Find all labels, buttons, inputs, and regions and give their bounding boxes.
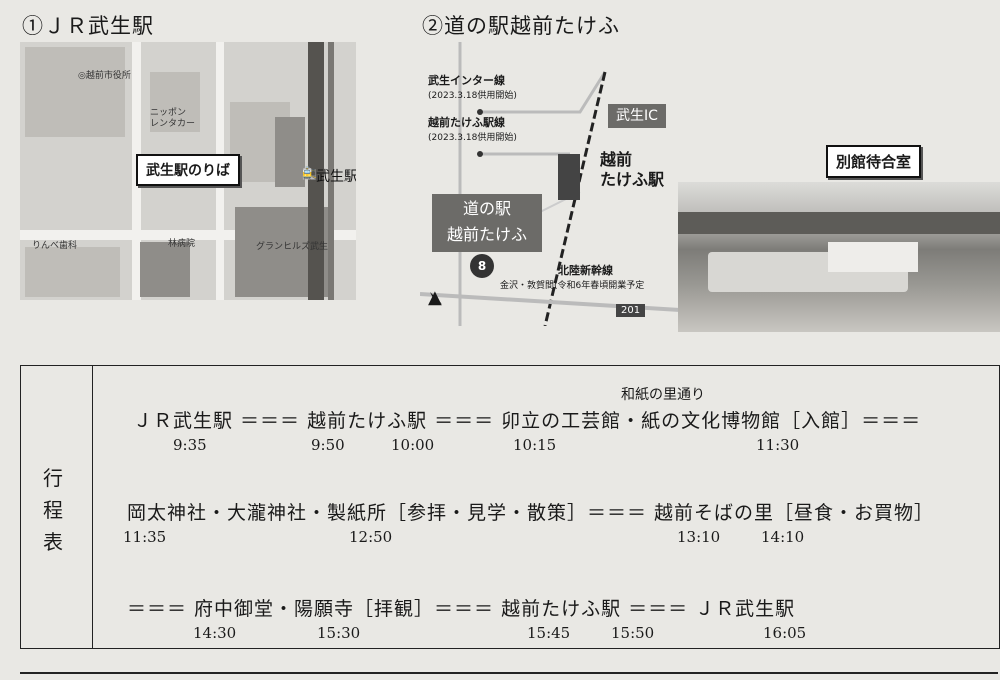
- hotel-label: グランヒルズ武生: [256, 242, 329, 252]
- dental-label: りんべ歯科: [32, 241, 78, 251]
- section2-title: ②道の駅越前たけふ: [422, 14, 620, 38]
- rental-label: ニッポン レンタカー: [150, 108, 196, 129]
- route201-badge: 201: [616, 304, 646, 317]
- schedule-row-3: ＝＝＝ 府中御堂・陽願寺［拝観］＝＝＝ 越前たけふ駅 ＝＝＝ ＪＲ武生駅: [127, 598, 796, 620]
- waiting-room-callout: 別館待合室: [826, 145, 922, 178]
- ic-box: 武生IC: [608, 104, 666, 128]
- line2-name: 越前たけふ駅線: [428, 116, 505, 129]
- line2-note: (2023.3.18供用開始): [428, 133, 517, 143]
- station-label: 武生駅: [316, 169, 356, 185]
- waiting-room-photo: [678, 182, 1000, 332]
- shinkansen-label: 北陸新幹線: [558, 264, 613, 277]
- schedule-table: 行 程 表 和紙の里通り ＪＲ武生駅 ＝＝＝ 越前たけふ駅 ＝＝＝ 卯立の工芸館…: [20, 365, 1000, 649]
- time: 15:50: [611, 624, 655, 642]
- north-arrow-icon: ▲: [428, 287, 442, 308]
- section1-title: ①ＪＲ武生駅: [22, 14, 154, 38]
- schedule-row-2: 岡太神社・大瀧神社・製紙所［参拝・見学・散策］＝＝＝ 越前そばの里［昼食・お買物…: [127, 502, 935, 524]
- train-icon: 🚉: [302, 166, 317, 180]
- schedule-row-1: ＪＲ武生駅 ＝＝＝ 越前たけふ駅 ＝＝＝ 卯立の工芸館・紙の文化博物館［入館］＝…: [133, 410, 922, 432]
- station-label-2: 越前 たけふ駅: [600, 150, 665, 189]
- time: 14:10: [761, 528, 805, 546]
- route8-badge: 8: [470, 254, 494, 278]
- michinoeki-map: 武生インター線 (2023.3.18供用開始) 越前たけふ駅線 (2023.3.…: [420, 42, 680, 326]
- time: 9:50: [311, 436, 345, 454]
- time: 10:15: [513, 436, 557, 454]
- time: 12:50: [349, 528, 393, 546]
- line1-note: (2023.3.18供用開始): [428, 91, 517, 101]
- station-area-map: ◎越前市役所 ニッポン レンタカー 武生駅 🚉 りんべ歯科 林病院 グランヒルズ…: [20, 42, 356, 300]
- washi-annotation: 和紙の里通り: [621, 387, 705, 403]
- schedule-label-col: 行 程 表: [21, 366, 93, 648]
- time: 9:35: [173, 436, 207, 454]
- hospital-label: 林病院: [168, 239, 196, 249]
- time: 15:45: [527, 624, 571, 642]
- time: 10:00: [391, 436, 435, 454]
- michinoeki-box: 道の駅 越前たけふ: [432, 194, 542, 252]
- line1-name: 武生インター線: [428, 74, 505, 87]
- time: 16:05: [763, 624, 807, 642]
- time: 14:30: [193, 624, 237, 642]
- time: 11:30: [756, 436, 800, 454]
- time: 15:30: [317, 624, 361, 642]
- shinkansen-note: 金沢・敦賀間(令和6年春頃開業予定: [500, 281, 645, 291]
- time: 11:35: [123, 528, 167, 546]
- cityhall-label: ◎越前市役所: [78, 71, 131, 81]
- bottom-rule: [20, 672, 998, 674]
- time: 13:10: [677, 528, 721, 546]
- schedule-label: 行 程 表: [43, 466, 63, 554]
- boarding-callout: 武生駅のりば: [136, 154, 240, 186]
